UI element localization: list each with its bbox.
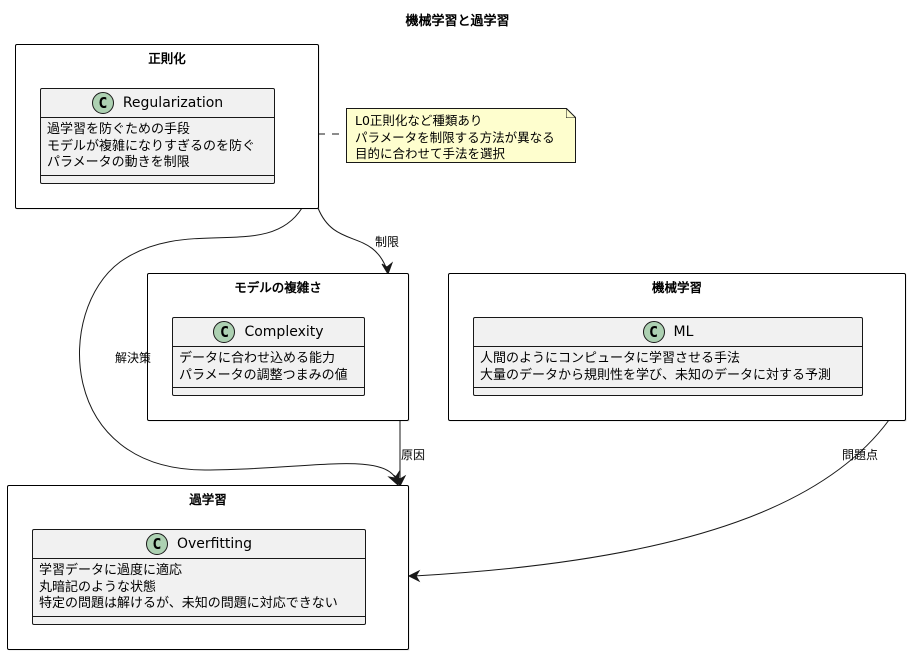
class-attributes: 人間のようにコンピュータに学習させる手法 大量のデータから規則性を学び、未知のデ… [474,347,862,388]
class-attribute: パラメータの調整つまみの値 [179,367,348,383]
class-attribute: 丸暗記のような状態 [39,579,157,595]
class-attributes: データに合わせ込める能力 パラメータの調整つまみの値 [173,347,364,388]
class-attribute: パラメータの動きを制限 [47,155,190,170]
class-name: ML [673,324,694,340]
class-c-icon: C [145,533,168,555]
note-line: 目的に合わせて手法を選択 [355,146,506,161]
edge-solution-arrowhead [387,470,400,487]
note-line: パラメータを制限する方法が異なる [355,129,555,145]
note-line: L0正則化など種類あり [355,113,483,128]
class-c-icon: C [91,92,114,114]
class-attribute: データに合わせ込める能力 [179,351,336,366]
package-title: 過学習 [189,492,227,507]
edge-cause-arrowhead [393,474,407,488]
edge-label-cause: 原因 [401,448,426,462]
class-ml[interactable]: C ML 人間のようにコンピュータに学習させる手法 大量のデータから規則性を学び… [473,317,863,396]
class-complexity[interactable]: C Complexity データに合わせ込める能力 パラメータの調整つまみの値 [172,317,365,396]
package-complexity: モデルの複雑さ C Complexity データに合わせ込める能力 パラメータの… [147,273,409,421]
class-attributes: 学習データに過度に適応 丸暗記のような状態 特定の問題は解けるが、未知の問題に対… [33,559,365,617]
edge-problem-arrowhead [407,569,421,583]
class-attribute: 学習データに過度に適応 [39,563,183,578]
class-attribute: モデルが複雑になりすぎるのを防ぐ [47,138,256,154]
class-attribute: 過学習を防ぐための手段 [47,122,191,137]
class-methods [33,617,365,624]
class-name: Regularization [122,95,224,111]
package-title: モデルの複雑さ [234,280,322,295]
class-header: C ML [474,318,862,347]
edge-solution [79,207,398,482]
edge-restrict [317,207,388,271]
edge-restrict-arrowhead [381,261,394,276]
class-methods [41,176,274,183]
class-attributes: 過学習を防ぐための手段 モデルが複雑になりすぎるのを防ぐ パラメータの動きを制限 [41,118,274,176]
class-attribute: 人間のようにコンピュータに学習させる手法 [480,351,741,366]
class-overfitting[interactable]: C Overfitting 学習データに過度に適応 丸暗記のような状態 特定の問… [32,529,366,625]
class-name: Complexity [244,324,324,340]
package-title: 正則化 [148,51,186,66]
edge-label-problem: 問題点 [842,448,879,462]
class-methods [474,388,862,395]
package-overfitting: 過学習 C Overfitting 学習データに過度に適応 丸暗記のような状態 … [7,485,409,650]
edge-label-solution: 解決策 [115,351,152,365]
class-attribute: 大量のデータから規則性を学び、未知のデータに対する予測 [480,367,832,383]
package-title: 機械学習 [651,280,702,295]
note-regularization: L0正則化など種類あり パラメータを制限する方法が異なる 目的に合わせて手法を選… [346,108,576,163]
diagram-title: 機械学習と過学習 [405,14,510,29]
package-ml: 機械学習 C ML 人間のようにコンピュータに学習させる手法 大量のデータから規… [448,273,906,421]
package-regularization: 正則化 C Regularization 過学習を防ぐための手段 モデルが複雑に… [15,44,319,209]
edge-label-restrict: 制限 [375,235,400,249]
class-header: C Overfitting [33,530,365,559]
class-c-icon: C [213,321,236,343]
note-fold-icon [566,108,576,118]
class-regularization[interactable]: C Regularization 過学習を防ぐための手段 モデルが複雑になりすぎ… [40,88,275,184]
class-header: C Complexity [173,318,364,347]
class-header: C Regularization [41,89,274,118]
class-name: Overfitting [176,536,253,552]
class-methods [173,388,364,395]
class-c-icon: C [642,321,665,343]
class-attribute: 特定の問題は解けるが、未知の問題に対応できない [39,596,338,611]
edge-problem [413,419,890,577]
